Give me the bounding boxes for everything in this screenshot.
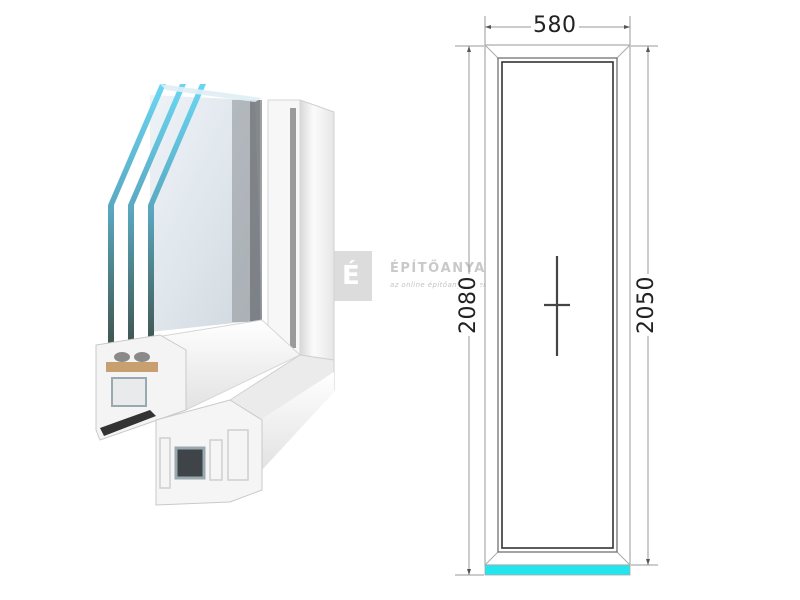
steel-reinforcement — [174, 446, 206, 480]
glass-pane-1 — [108, 84, 166, 362]
inner-height-dimension-label: 2050 — [634, 274, 659, 336]
width-dimension-label: 580 — [531, 13, 579, 38]
threshold-sill — [484, 564, 631, 576]
technical-drawing — [455, 16, 658, 576]
outer-height-dimension-label: 2080 — [456, 274, 481, 336]
window-profile-illustration — [95, 84, 335, 506]
watermark-logo-box — [334, 251, 372, 301]
watermark-subtitle: az online építőanyag-kereskedés — [390, 281, 518, 289]
handle-symbol-icon — [544, 256, 570, 356]
glass-pane-2 — [128, 84, 186, 362]
glass-pane-3 — [148, 84, 206, 362]
spacer-bar — [106, 362, 158, 372]
watermark-logo-letter: É — [342, 261, 360, 291]
